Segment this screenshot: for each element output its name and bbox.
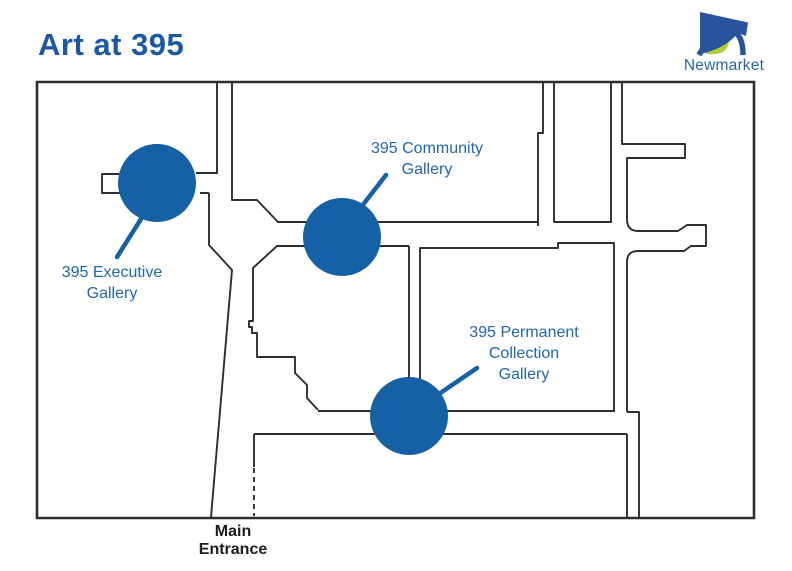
community-gallery-marker	[303, 198, 381, 276]
permanent-gallery-label: 395 Permanent Collection Gallery	[469, 322, 578, 385]
executive-gallery-leader-line	[114, 216, 144, 260]
label-line: 395 Executive	[61, 264, 163, 281]
label-line: 395 Community	[370, 140, 484, 157]
permanent-gallery-leader-line	[433, 365, 480, 399]
newmarket-logo: Newmarket	[676, 8, 772, 78]
label-line: Gallery	[498, 366, 550, 383]
main-entrance-label: Main Entrance	[199, 523, 267, 559]
community-gallery-leader-line	[359, 172, 389, 209]
map-outer-wall	[35, 80, 756, 520]
label-line: Gallery	[86, 285, 138, 302]
label-line: 395 Permanent	[469, 324, 579, 341]
label-line: Gallery	[401, 161, 453, 178]
logo-sail-shape	[700, 12, 748, 54]
label-line: Main	[214, 523, 252, 540]
executive-gallery-label: 395 Executive Gallery	[62, 262, 163, 304]
label-line: Collection	[488, 345, 560, 362]
page-title: Art at 395	[38, 27, 185, 62]
community-gallery-label: 395 Community Gallery	[371, 138, 483, 180]
newmarket-logo-text: Newmarket	[683, 57, 765, 74]
label-line: Entrance	[198, 541, 268, 558]
newmarket-logo-icon	[696, 12, 748, 57]
permanent-gallery-marker	[370, 377, 448, 455]
executive-gallery-marker	[118, 144, 196, 222]
